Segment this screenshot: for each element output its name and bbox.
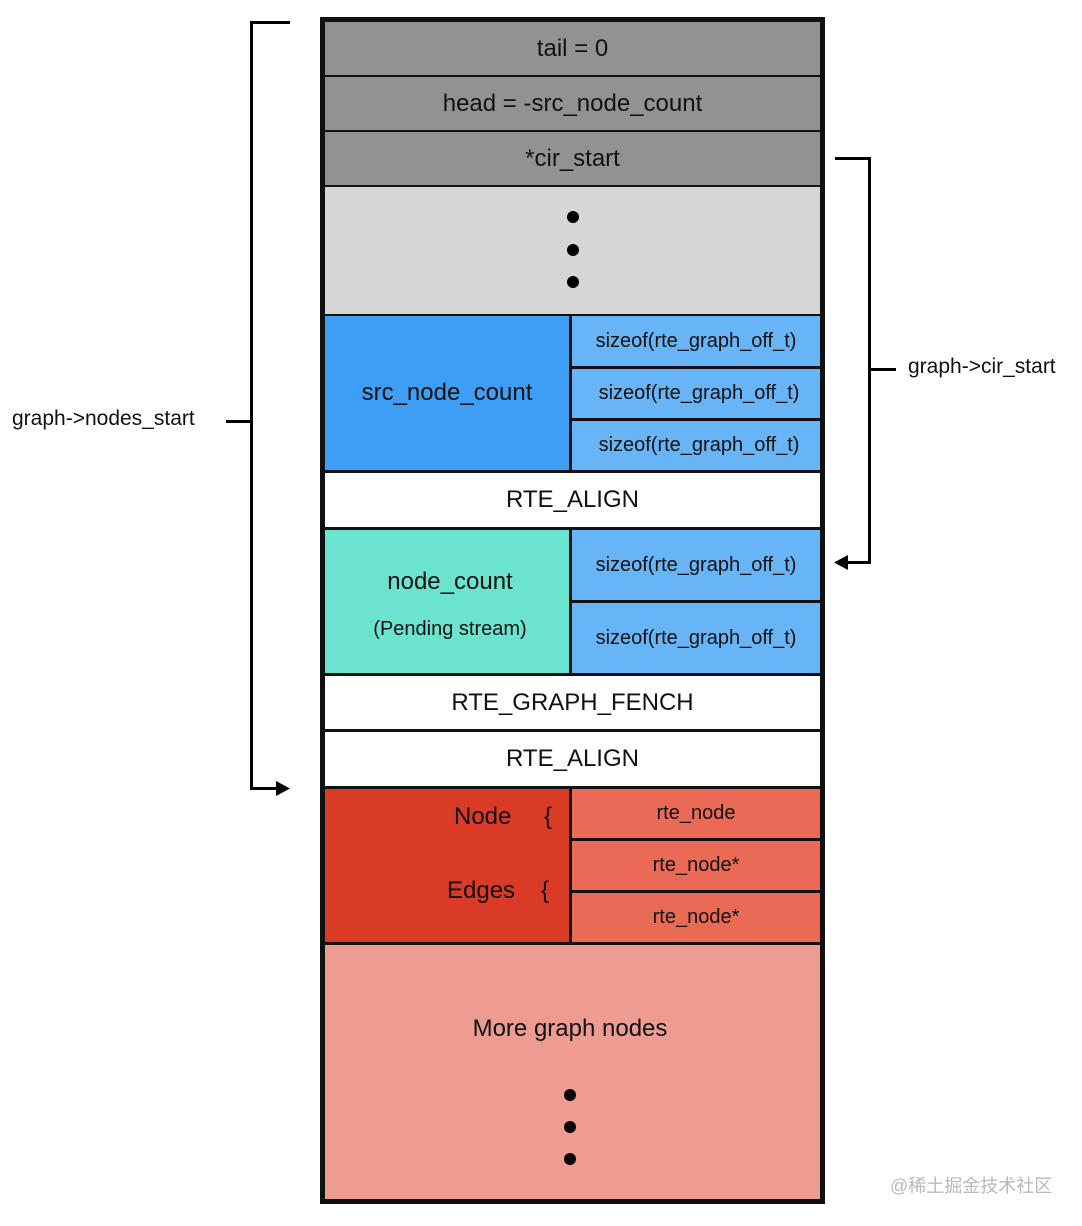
ellipsis-dot: [567, 276, 579, 288]
nodes-start-bracket-top: [250, 21, 290, 24]
ellipsis-dot: [564, 1089, 576, 1101]
edges-label: Edges: [447, 877, 516, 904]
rte-graph-fench-block: RTE_GRAPH_FENCH: [325, 676, 820, 729]
ellipsis-dot: [564, 1153, 576, 1165]
cir-start-bracket-top: [835, 157, 871, 160]
rte-align-block: RTE_ALIGN: [325, 732, 820, 786]
more-graph-nodes-label: More graph nodes: [472, 1015, 668, 1042]
node-count-offset-cell: sizeof(rte_graph_off_t): [572, 530, 820, 600]
ellipsis-dot: [564, 1121, 576, 1133]
cir-start-bracket-vertical: [868, 157, 871, 564]
node-count-block: node_count (Pending stream): [325, 530, 569, 673]
src-offset-cell: sizeof(rte_graph_off_t): [572, 369, 820, 418]
nodes-start-bracket-tick: [226, 420, 252, 423]
nodes-start-bracket-bottom: [250, 787, 280, 790]
head-block: head = -src_node_count: [325, 77, 820, 130]
ellipsis-dot: [567, 211, 579, 223]
rte-node-cell: rte_node: [572, 789, 820, 838]
node-count-label: node_count: [387, 568, 513, 595]
graph-node-block: Node { Edges {: [325, 789, 569, 942]
pending-stream-label: (Pending stream): [373, 618, 527, 640]
rte-align-block: RTE_ALIGN: [325, 473, 820, 527]
watermark: @稀土掘金技术社区: [890, 1176, 1053, 1196]
more-graph-nodes-block: More graph nodes: [325, 945, 820, 1199]
src-node-count-block: src_node_count: [325, 316, 569, 470]
rte-node-ptr-cell: rte_node*: [572, 893, 820, 942]
tail-block: tail = 0: [325, 22, 820, 75]
nodes-start-label: graph->nodes_start: [12, 407, 195, 430]
cir-start-bracket-bottom: [846, 561, 871, 564]
src-offset-cell: sizeof(rte_graph_off_t): [572, 316, 820, 366]
edges-brace-icon: {: [541, 877, 550, 904]
node-brace-icon: {: [544, 803, 553, 830]
nodes-start-bracket-vertical: [250, 21, 253, 790]
cir-start-block: *cir_start: [325, 132, 820, 185]
src-offset-cell: sizeof(rte_graph_off_t): [572, 421, 820, 470]
node-label: Node: [454, 803, 512, 830]
cir-start-arrowhead-icon: [834, 555, 848, 570]
cir-start-label: graph->cir_start: [908, 355, 1056, 378]
ellipsis-dot: [567, 244, 579, 256]
nodes-start-arrowhead-icon: [276, 781, 290, 796]
rte-node-ptr-cell: rte_node*: [572, 841, 820, 890]
cir-start-bracket-tick: [871, 368, 896, 371]
node-count-offset-cell: sizeof(rte_graph_off_t): [572, 603, 820, 673]
graph-memory-layout: tail = 0 head = -src_node_count *cir_sta…: [320, 17, 825, 1204]
ellipsis-block-top: [325, 187, 820, 314]
